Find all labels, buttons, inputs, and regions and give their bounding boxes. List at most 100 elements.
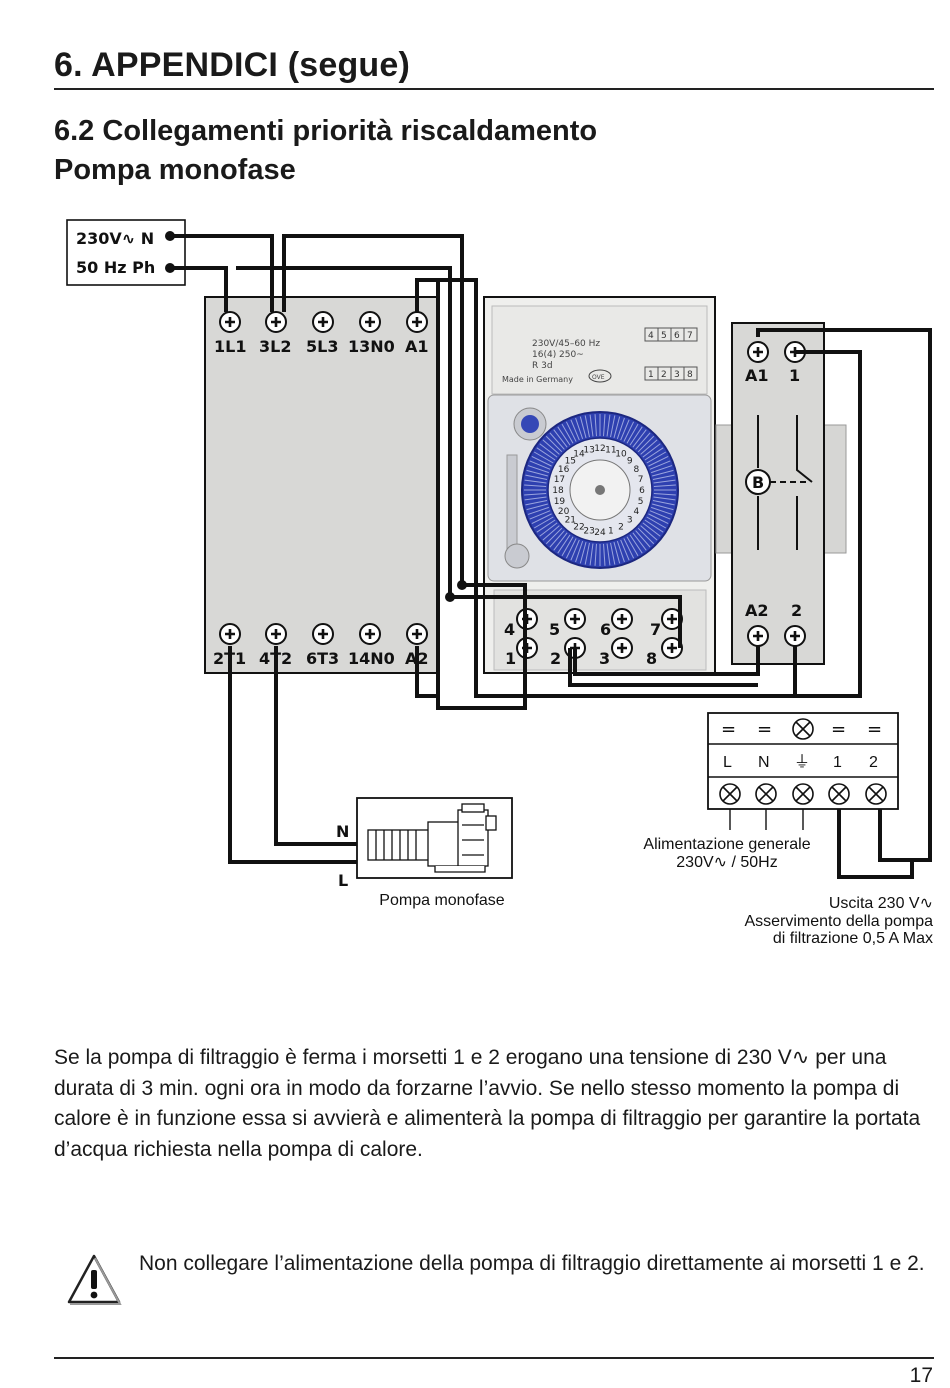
dial-segment[interactable] <box>553 532 568 551</box>
dial-segment[interactable] <box>610 542 616 565</box>
dial-segment[interactable] <box>584 415 590 438</box>
relay-terminal-a2: A2 <box>745 601 769 620</box>
wiring-diagram: 230V∿ N 50 Hz Ph 1L1 3L2 5L3 13N0 A1 2T1… <box>66 219 933 947</box>
dial-segment[interactable] <box>539 443 558 458</box>
dial-segment[interactable] <box>565 538 577 559</box>
dial-segment[interactable] <box>610 415 616 438</box>
dial-segment[interactable] <box>640 439 658 455</box>
terminal-label-earth: ⏚ <box>794 753 810 771</box>
dial-segment[interactable] <box>629 426 643 446</box>
dial-segment[interactable] <box>542 439 560 455</box>
dial-segment[interactable] <box>531 513 552 525</box>
dial-segment[interactable] <box>565 421 577 442</box>
pump-terminal-l: L <box>338 871 348 890</box>
dial-segment[interactable] <box>637 435 655 453</box>
dial-segment[interactable] <box>549 530 565 548</box>
dial-segment[interactable] <box>644 447 664 461</box>
dial-segment[interactable] <box>545 435 563 453</box>
dial-segment[interactable] <box>653 484 676 487</box>
dial-segment[interactable] <box>579 542 587 564</box>
dial-segment[interactable] <box>652 503 674 511</box>
dial-segment[interactable] <box>594 414 597 437</box>
dial-segment[interactable] <box>561 536 574 557</box>
dial-segment[interactable] <box>579 416 587 438</box>
dial-segment[interactable] <box>632 429 647 448</box>
dial-segment[interactable] <box>642 443 661 458</box>
timer-made-in: Made in Germany <box>502 375 573 384</box>
dial-segment[interactable] <box>542 525 560 541</box>
dial-segment[interactable] <box>589 543 594 566</box>
dial-segment[interactable] <box>531 455 552 467</box>
dial-segment[interactable] <box>584 542 590 565</box>
dial-segment[interactable] <box>524 496 547 501</box>
dial-segment[interactable] <box>620 539 630 561</box>
dial-segment[interactable] <box>570 419 580 441</box>
dial-segment[interactable] <box>575 540 584 563</box>
dial-segment[interactable] <box>629 534 643 554</box>
dial-segment[interactable] <box>653 493 676 496</box>
dial-segment[interactable] <box>649 510 671 520</box>
dial-segment[interactable] <box>545 527 563 545</box>
dial-segment[interactable] <box>652 474 675 480</box>
dial-segment[interactable] <box>652 500 675 506</box>
dial-segment[interactable] <box>640 525 658 541</box>
dial-segment[interactable] <box>557 426 571 446</box>
dial-segment[interactable] <box>525 474 548 480</box>
dial-segment[interactable] <box>650 506 673 515</box>
dial-segment[interactable] <box>526 469 548 477</box>
dial-segment[interactable] <box>606 543 611 566</box>
dial-segment[interactable] <box>549 432 565 450</box>
dial-segment[interactable] <box>553 429 568 448</box>
dial-segment[interactable] <box>570 539 580 561</box>
dial-segment[interactable] <box>594 543 597 566</box>
dial-segment[interactable] <box>623 421 635 442</box>
dial-segment[interactable] <box>653 496 676 501</box>
dial-segment[interactable] <box>527 465 550 474</box>
dial-segment[interactable] <box>635 432 651 450</box>
dial-segment[interactable] <box>652 469 674 477</box>
dial-segment[interactable] <box>635 530 651 548</box>
dial-segment[interactable] <box>603 414 606 437</box>
dial-segment[interactable] <box>626 423 639 444</box>
dial-segment[interactable] <box>616 417 625 440</box>
terminal-label-n: N <box>758 754 770 771</box>
dial-segment[interactable] <box>536 519 556 533</box>
output-caption-line1: Uscita 230 V∿ <box>829 895 933 912</box>
dial-segment[interactable] <box>613 542 621 564</box>
dial-segment[interactable] <box>637 527 655 545</box>
dial-segment[interactable] <box>525 500 548 506</box>
dial-segment[interactable] <box>616 540 625 563</box>
dial-segment[interactable] <box>524 479 547 484</box>
dial-segment[interactable] <box>539 522 558 537</box>
dial-segment[interactable] <box>589 414 594 437</box>
dial-segment[interactable] <box>529 460 551 470</box>
dial-segment[interactable] <box>561 423 574 444</box>
dial-segment[interactable] <box>613 416 621 438</box>
dial-segment[interactable] <box>648 455 669 467</box>
dial-segment[interactable] <box>603 543 606 566</box>
dial-segment[interactable] <box>606 414 611 437</box>
dial-segment[interactable] <box>529 510 551 520</box>
dial-segment[interactable] <box>536 447 556 461</box>
dial-segment[interactable] <box>524 493 547 496</box>
dial-segment[interactable] <box>642 522 661 537</box>
dial-segment[interactable] <box>646 451 667 464</box>
dial-segment[interactable] <box>533 451 554 464</box>
dial-segment[interactable] <box>646 516 667 529</box>
dial-segment[interactable] <box>623 538 635 559</box>
dial-segment[interactable] <box>620 419 630 441</box>
dial-segment[interactable] <box>557 534 571 554</box>
dial-segment[interactable] <box>648 513 669 525</box>
dial-segment[interactable] <box>533 516 554 529</box>
dial-segment[interactable] <box>526 503 548 511</box>
dial-segment[interactable] <box>626 536 639 557</box>
dial-segment[interactable] <box>632 532 647 551</box>
dial-segment[interactable] <box>524 484 547 487</box>
dial-segment[interactable] <box>575 417 584 440</box>
dial-segment[interactable] <box>653 479 676 484</box>
dial-segment[interactable] <box>650 465 673 474</box>
dial-segment[interactable] <box>644 519 664 533</box>
dial-segment[interactable] <box>527 506 550 515</box>
dial-segment[interactable] <box>649 460 671 470</box>
